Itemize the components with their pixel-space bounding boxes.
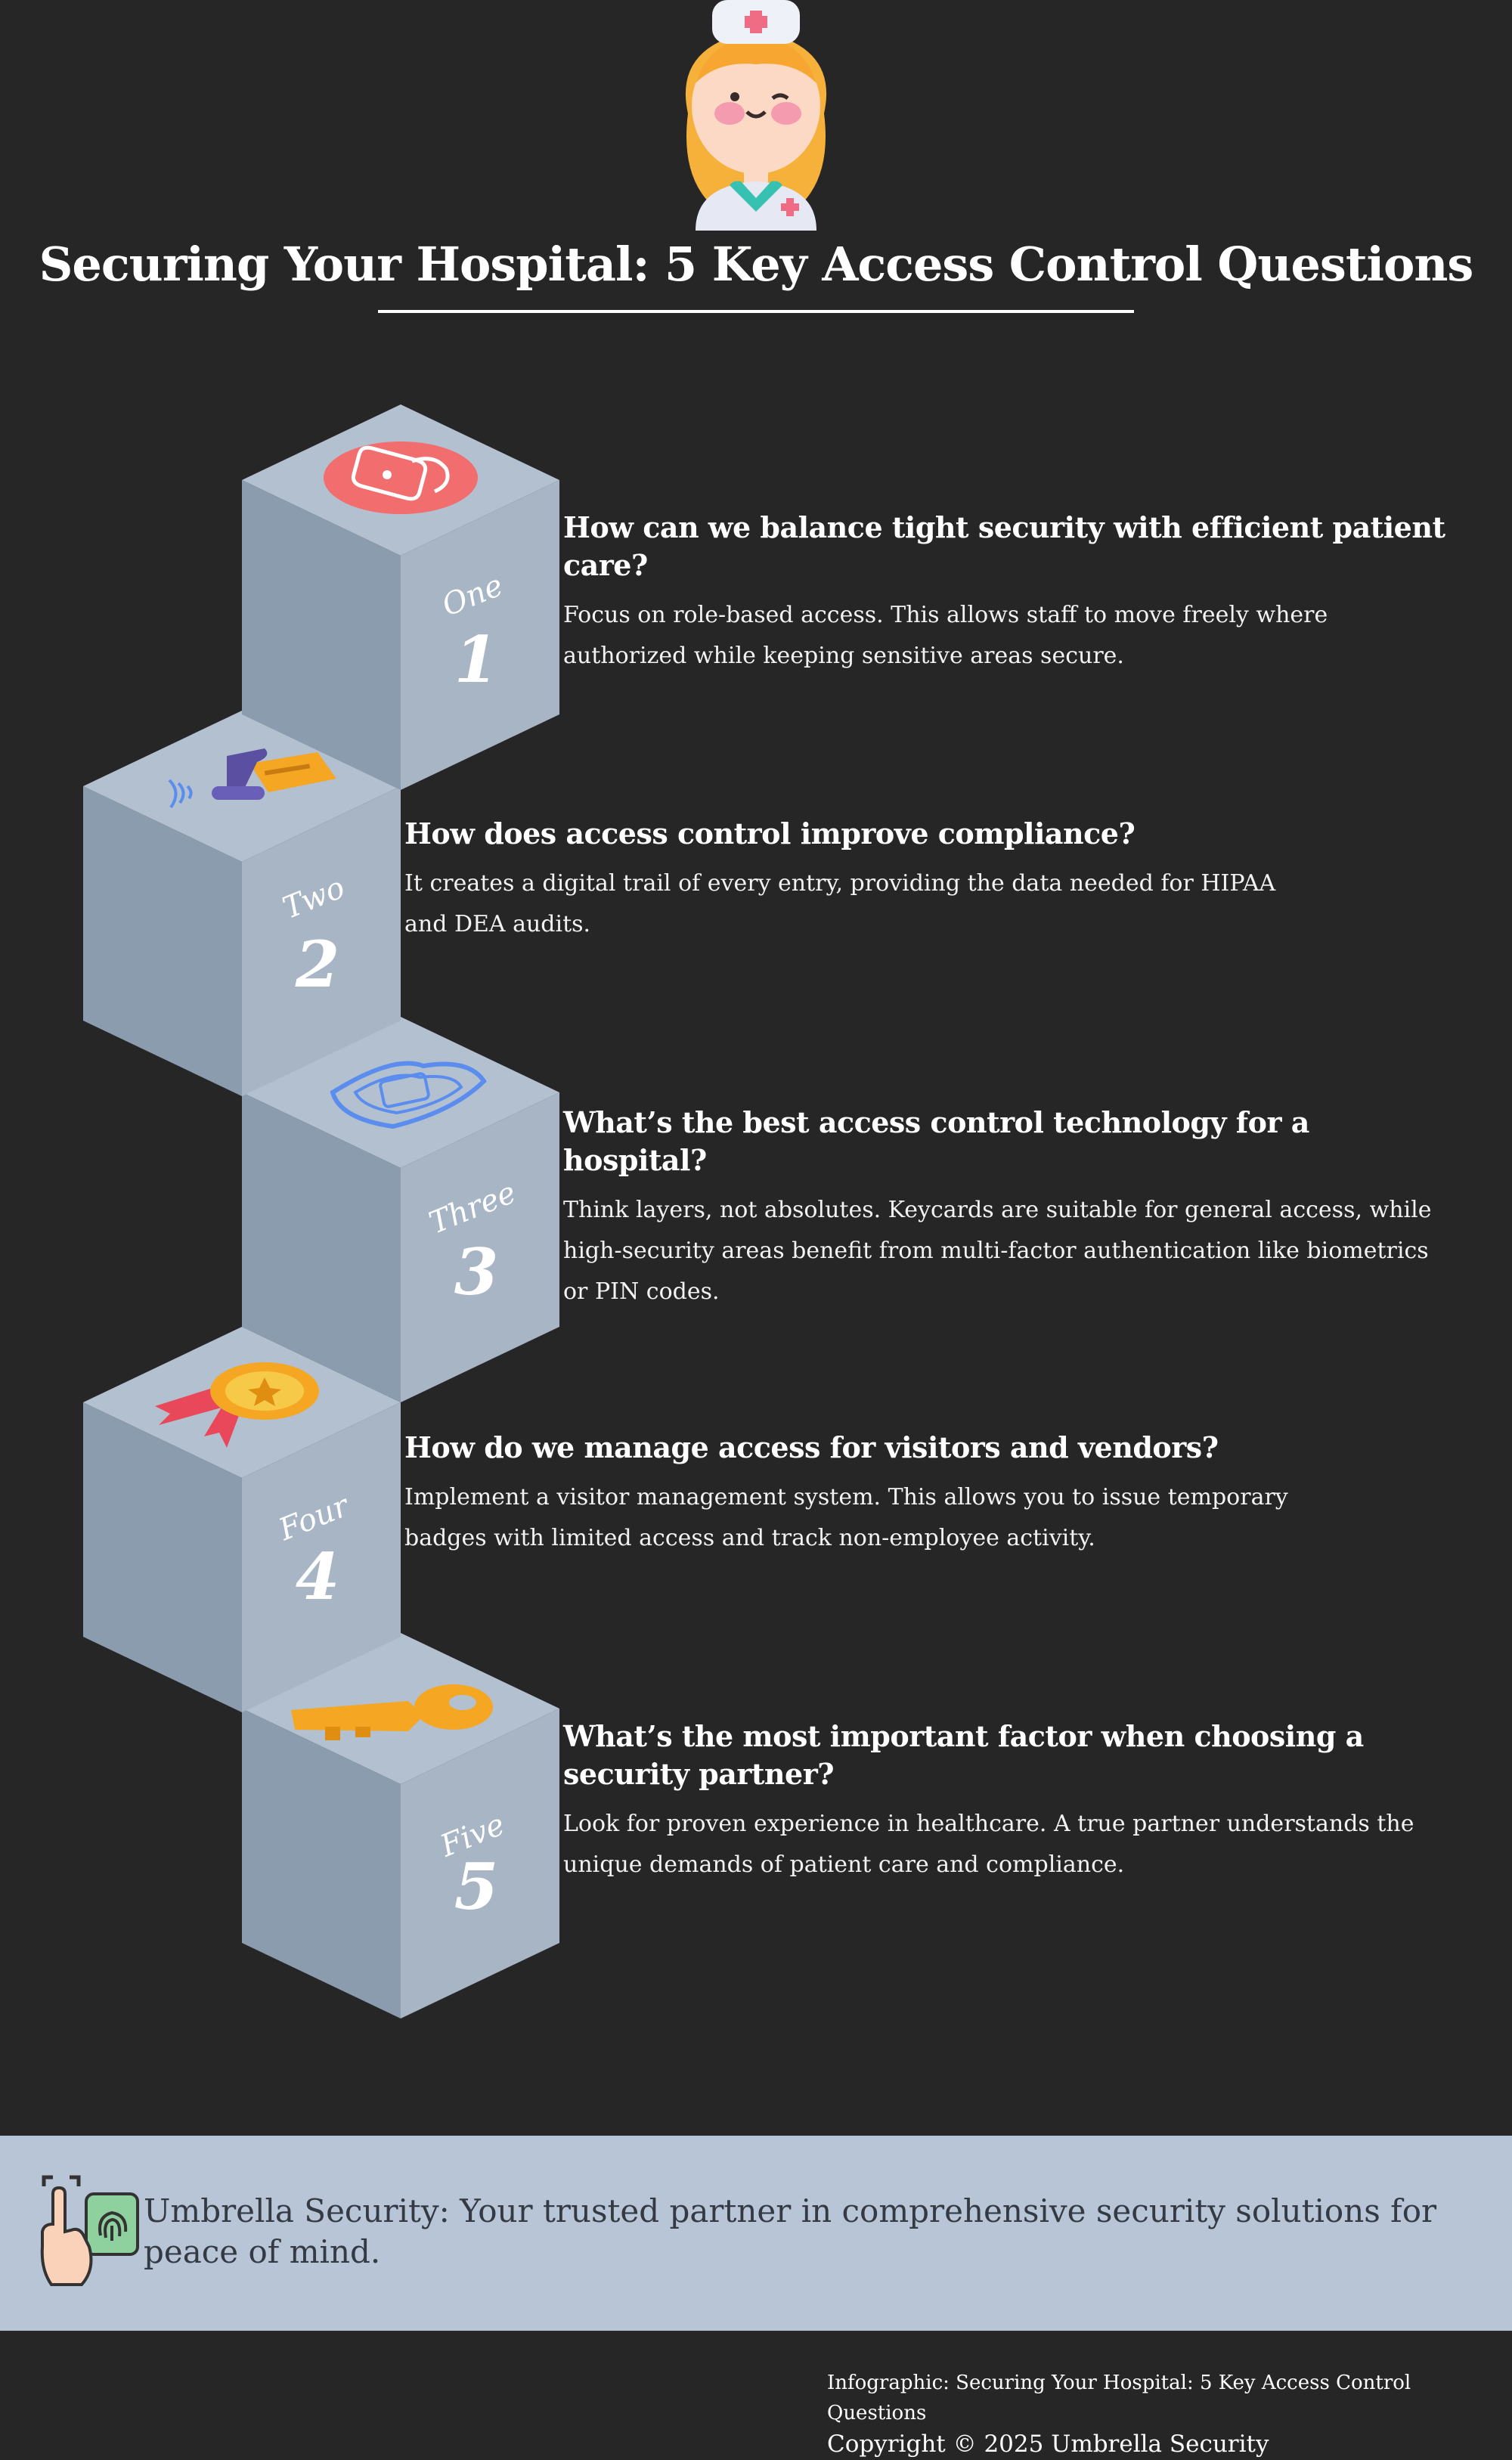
footer-credit: Infographic: Securing Your Hospital: 5 K…	[827, 2368, 1492, 2460]
step-3-question: What’s the best access control technolog…	[563, 1105, 1309, 1177]
step-cube-1: One 1	[242, 404, 559, 790]
step-number-5: 5	[454, 1849, 498, 1924]
step-5-answer: Look for proven experience in healthcare…	[563, 1811, 1414, 1878]
step-1-question: How can we balance tight security with e…	[563, 510, 1445, 582]
staircase: Five 5 Four 4 Three 3	[83, 404, 559, 2019]
step-3-text: What’s the best access control technolog…	[563, 1104, 1455, 1312]
step-1-text: How can we balance tight security with e…	[563, 509, 1455, 677]
footer-message: Umbrella Security: Your trusted partner …	[144, 2192, 1437, 2270]
step-4-question: How do we manage access for visitors and…	[404, 1430, 1219, 1464]
step-cube-5: Five 5	[242, 1633, 559, 2019]
shield-id-icon	[330, 1061, 487, 1129]
step-cube-3: Three 3	[242, 1017, 559, 1402]
step-number-3: 3	[454, 1235, 498, 1309]
step-cube-2: Two 2	[83, 711, 401, 1096]
step-2-question: How does access control improve complian…	[404, 816, 1136, 850]
step-5-question: What’s the most important factor when ch…	[563, 1719, 1364, 1791]
step-4-text: How do we manage access for visitors and…	[404, 1429, 1297, 1559]
step-2-text: How does access control improve complian…	[404, 815, 1297, 945]
title-underline	[378, 310, 1134, 313]
padlock-icon	[324, 441, 478, 514]
step-1-answer: Focus on role-based access. This allows …	[563, 602, 1328, 669]
medal-icon	[155, 1362, 319, 1448]
nurse-icon	[685, 0, 827, 231]
key-icon	[291, 1684, 493, 1740]
step-cube-4: Four 4	[83, 1327, 401, 1712]
step-5-text: What’s the most important factor when ch…	[563, 1718, 1455, 1885]
step-2-answer: It creates a digital trail of every entr…	[404, 870, 1276, 937]
keycard-reader-icon	[168, 748, 336, 809]
step-number-4: 4	[296, 1539, 339, 1614]
copyright: Copyright © 2025 Umbrella Security	[827, 2431, 1269, 2458]
page-title: Securing Your Hospital: 5 Key Access Con…	[39, 237, 1474, 292]
credit-line: Infographic: Securing Your Hospital: 5 K…	[827, 2372, 1411, 2424]
step-3-answer: Think layers, not absolutes. Keycards ar…	[563, 1197, 1432, 1305]
step-number-1: 1	[454, 622, 498, 697]
step-4-answer: Implement a visitor management system. T…	[404, 1484, 1288, 1551]
step-number-2: 2	[295, 927, 339, 1002]
fingerprint-hand-icon	[40, 2175, 139, 2286]
footer-banner	[0, 2136, 1512, 2331]
